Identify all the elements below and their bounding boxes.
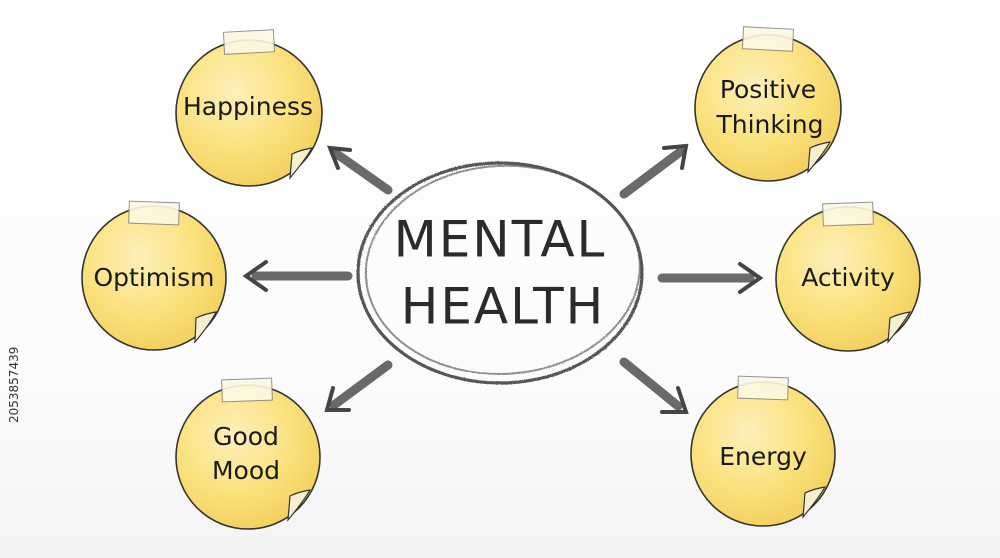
sticky-note-good-mood: Good Mood (175, 377, 321, 530)
center-title-line2: HEALTH (401, 278, 606, 336)
center-node (356, 161, 644, 385)
node-label-optimism: Optimism (94, 263, 215, 292)
node-label-good: Good (213, 422, 279, 451)
node-label-happiness: Happiness (183, 92, 313, 121)
arrow-to-good-mood (324, 360, 393, 412)
sticky-note-energy: Energy (690, 375, 836, 527)
arrow-to-positive-thinking (619, 143, 689, 199)
arrow-to-activity (657, 262, 764, 294)
arrow-to-happiness (326, 145, 393, 195)
node-label-activity: Activity (801, 263, 895, 292)
arrow-to-energy (619, 357, 689, 414)
sticky-note-positive-thinking: Positive Thinking (694, 26, 842, 182)
arrow-to-optimism (242, 260, 353, 292)
node-label-mood: Mood (212, 456, 280, 485)
node-label-energy: Energy (719, 442, 807, 471)
arrows (242, 143, 764, 414)
center-title-line1: MENTAL (394, 211, 607, 269)
sticky-note-activity: Activity (775, 201, 921, 352)
center-ellipse-inner (364, 164, 641, 375)
sticky-note-optimism: Optimism (81, 200, 227, 351)
center-ellipse (356, 161, 644, 385)
node-label-thinking: Thinking (715, 110, 823, 139)
sticky-note-happiness: Happiness (175, 29, 323, 187)
node-label-positive: Positive (720, 75, 816, 104)
side-id-text: 2053857439 (7, 346, 21, 424)
